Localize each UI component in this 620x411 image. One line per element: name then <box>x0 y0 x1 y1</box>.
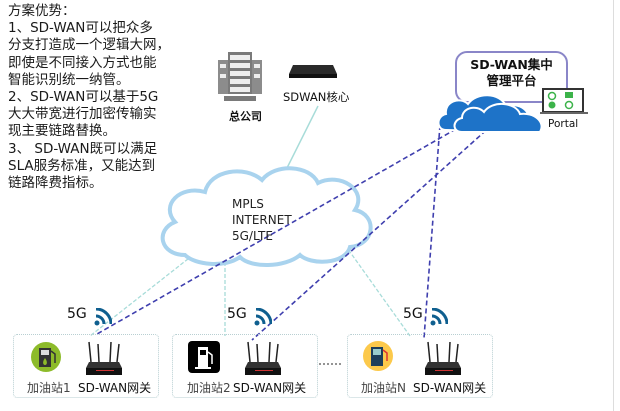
advantage-line: 1、SD-WAN可以把众多 <box>8 20 153 37</box>
advantage-line: 链路降费指标。 <box>8 175 103 192</box>
advantage-line: 2、SD-WAN可以基于5G <box>8 89 159 106</box>
management-platform-box: SD-WAN集中 管理平台 <box>455 51 568 103</box>
wan-type-mpls: MPLS <box>232 197 264 211</box>
cloud-to-site1-link <box>89 254 194 337</box>
gas-station-icon <box>31 342 61 372</box>
wan-cloud-label: MPLS INTERNET 5G/LTE <box>232 196 292 244</box>
vpn-link-siteN <box>423 124 441 339</box>
sdwan-gateway-router-icon <box>245 341 281 375</box>
frame-edge <box>613 0 614 411</box>
station-label-1: 加油站1 <box>27 381 71 395</box>
signal-label-1: 5G <box>67 306 87 322</box>
server-icon <box>218 52 262 101</box>
mgmt-title-2: 管理平台 <box>486 73 537 88</box>
wan-cloud <box>160 166 373 267</box>
wireless-signal-icon <box>254 308 272 326</box>
advantage-line: 即使是不同接入方式也能 <box>8 54 157 71</box>
vpn-link-site2 <box>251 124 493 341</box>
gas-station-icon <box>188 341 220 373</box>
sdwan-gateway-router-icon <box>86 341 122 375</box>
advantage-line: 现主要链路替换。 <box>8 123 116 140</box>
site-box-1 <box>13 334 159 398</box>
core-to-cloud-link <box>286 105 319 169</box>
wan-type-5g: 5G/LTE <box>232 229 273 243</box>
gas-station-icon <box>363 341 393 371</box>
management-cloud-icon <box>437 94 543 134</box>
signal-label-n: 5G <box>403 306 423 322</box>
sdwan-gateway-router-icon <box>425 341 461 375</box>
site-box-2 <box>172 334 318 398</box>
wireless-signal-icon <box>94 308 112 326</box>
signal-label-2: 5G <box>227 306 247 322</box>
core-label: SDWAN核心 <box>283 90 350 104</box>
advantages-text: 方案优势： 1、SD-WAN可以把众多 分支打造成一个逻辑大网， 即使是不同接入… <box>8 3 198 192</box>
station-label-2: 加油站2 <box>187 381 231 395</box>
advantage-line: 3、 SD-WAN既可以满足 <box>8 140 158 157</box>
wan-type-internet: INTERNET <box>232 213 292 227</box>
vpn-link-site1 <box>96 124 464 335</box>
wireless-signal-icon <box>430 308 448 326</box>
station-label-n: 加油站N <box>361 381 406 395</box>
portal-laptop-icon <box>540 88 588 114</box>
advantage-line: 大大带宽进行加密传输实 <box>8 106 157 123</box>
gateway-label-n: SD-WAN网关 <box>413 381 487 395</box>
advantage-line: 分支打造成一个逻辑大网， <box>8 37 170 54</box>
hq-label: 总公司 <box>229 110 262 123</box>
advantage-line: 智能识别统一纳管。 <box>8 71 130 88</box>
cloud-to-siteN-link <box>344 244 411 337</box>
advantages-heading: 方案优势： <box>8 3 76 19</box>
gateway-label-2: SD-WAN网关 <box>233 381 307 395</box>
portal-label: Portal <box>548 118 579 130</box>
site-box-n <box>347 334 493 398</box>
advantage-line: SLA服务标准，又能达到 <box>8 157 156 174</box>
mgmt-title-1: SD-WAN集中 <box>470 57 553 72</box>
core-device-icon <box>289 65 337 78</box>
gateway-label-1: SD-WAN网关 <box>78 381 152 395</box>
